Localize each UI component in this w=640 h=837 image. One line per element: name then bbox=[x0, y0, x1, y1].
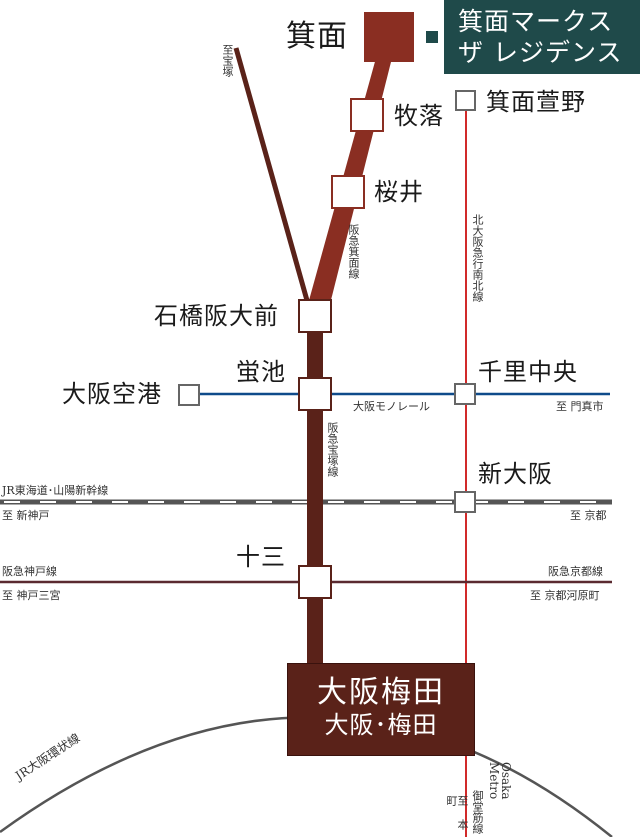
property-marker-icon bbox=[426, 31, 438, 43]
takarazuka-line bbox=[307, 300, 323, 670]
hankyu-kobe-line-label: 阪急神戸線 bbox=[2, 565, 57, 578]
to-kyoto-label: 至 京都 bbox=[570, 509, 607, 522]
osaka-monorail-label: 大阪モノレール bbox=[353, 400, 430, 413]
station-senri-chuo[interactable] bbox=[454, 383, 476, 405]
station-makiochi[interactable] bbox=[350, 98, 384, 132]
to-kobe-sannomiya-label: 至 神戸三宮 bbox=[2, 589, 61, 602]
property-label: 箕面マークス ザ レジデンス bbox=[444, 0, 640, 74]
station-osaka-airport[interactable] bbox=[178, 384, 200, 406]
minoh-terminal-marker bbox=[364, 12, 414, 62]
hankyu-takarazuka-line-label: 阪急宝塚線 bbox=[326, 422, 339, 477]
station-label-sakurai: 桜井 bbox=[374, 178, 424, 206]
station-minoh-kayano[interactable] bbox=[455, 90, 476, 111]
station-juso[interactable] bbox=[298, 565, 332, 599]
station-label-senri-chuo: 千里中央 bbox=[478, 358, 578, 386]
hankyu-kyoto-line-label: 阪急京都線 bbox=[548, 565, 603, 578]
station-label-juso: 十三 bbox=[236, 543, 286, 571]
property-name-line2: ザ レジデンス bbox=[458, 38, 623, 67]
station-label-ishibashi-handaimae: 石橋阪大前 bbox=[154, 302, 279, 330]
station-label-minoh-kayano: 箕面萱野 bbox=[486, 88, 586, 116]
to-honmachi-label: 至 本町 bbox=[445, 795, 469, 830]
midosuji-line-label: 御堂筋線 bbox=[471, 790, 484, 834]
station-sakurai[interactable] bbox=[331, 175, 365, 209]
osaka-metro-label: Osaka Metro bbox=[487, 762, 513, 800]
property-name-line1: 箕面マークス bbox=[458, 7, 614, 36]
shinkansen-line-label: JR東海道･山陽新幹線 bbox=[2, 484, 109, 497]
station-hotarugaike[interactable] bbox=[298, 377, 332, 411]
station-label-shin-osaka: 新大阪 bbox=[478, 460, 553, 488]
osaka-umeda-terminal[interactable]: 大阪梅田 大阪･梅田 bbox=[287, 663, 475, 756]
station-label-osaka-airport: 大阪空港 bbox=[62, 380, 162, 408]
station-label-hotarugaike: 蛍池 bbox=[236, 358, 286, 386]
hankyu-minoh-line-label: 阪急箕面線 bbox=[347, 224, 360, 279]
to-shin-kobe-label: 至 新神戸 bbox=[2, 509, 50, 522]
kita-osaka-kyuko-label: 北大阪急行南北線 bbox=[471, 214, 484, 302]
osaka-umeda-sub-label: 大阪･梅田 bbox=[324, 711, 438, 739]
to-kyoto-kawaramachi-label: 至 京都河原町 bbox=[530, 589, 600, 602]
station-label-makiochi: 牧落 bbox=[394, 102, 444, 130]
to-kadoma-label: 至 門真市 bbox=[556, 400, 604, 413]
osaka-umeda-label: 大阪梅田 bbox=[317, 675, 445, 710]
station-shin-osaka[interactable] bbox=[454, 491, 476, 513]
to-takarazuka-label: 至宝塚 bbox=[221, 44, 234, 77]
takarazuka-branch-line bbox=[233, 47, 311, 305]
station-label-minoh: 箕面 bbox=[286, 19, 348, 54]
station-ishibashi-handaimae[interactable] bbox=[298, 299, 332, 333]
